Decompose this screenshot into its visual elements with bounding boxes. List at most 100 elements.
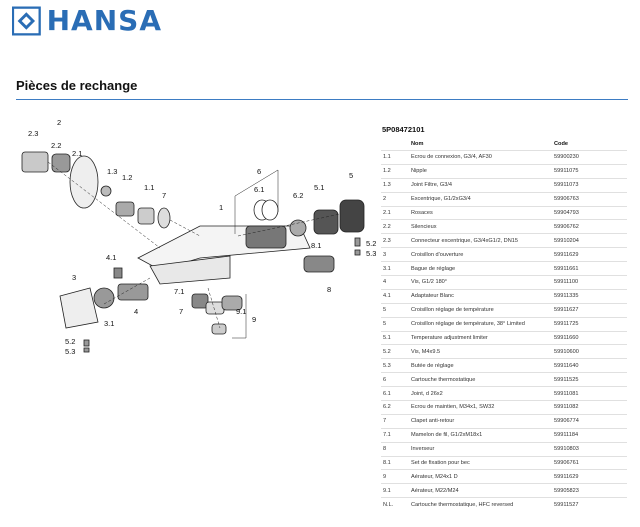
- row-code: 59911725: [552, 316, 627, 332]
- row-position: 9.1: [381, 483, 409, 498]
- callout-3: 3: [72, 273, 76, 282]
- row-code: 59910803: [552, 441, 627, 457]
- row-position: N.L.: [381, 497, 409, 512]
- callout-6-2: 6.2: [293, 191, 303, 200]
- callout-9: 9: [252, 315, 256, 324]
- callout-5-1: 5.1: [314, 183, 324, 192]
- row-name: Inverseur: [409, 441, 552, 457]
- brand-name: HANSA: [46, 4, 162, 37]
- row-position: 5: [381, 302, 409, 318]
- row-name: Ecrou de connexion, G3/4, AF30: [409, 150, 552, 165]
- row-position: 5.1: [381, 330, 409, 345]
- row-name: Joint Filtre, G3/4: [409, 177, 552, 193]
- row-name: Croisillon réglage de température, 38° L…: [409, 316, 552, 332]
- row-code: 59911100: [552, 275, 627, 290]
- row-position: 8: [381, 441, 409, 457]
- row-name: Mamelon de fil, G1/2xM18x1: [409, 427, 552, 443]
- callout-2-1: 2.1: [72, 149, 82, 158]
- row-code: 59911081: [552, 386, 627, 401]
- table-header-row: Nom Code: [381, 138, 627, 151]
- callout-7-1: 7.1: [174, 287, 184, 296]
- row-position: 7.1: [381, 427, 409, 443]
- row-code: 59911527: [552, 497, 627, 512]
- row-position: 5: [381, 316, 409, 332]
- row-code: 59911661: [552, 261, 627, 276]
- row-code: 59906774: [552, 413, 627, 429]
- callout-5-3-left: 5.3: [65, 347, 75, 356]
- row-position: 1.2: [381, 163, 409, 179]
- header-name: Nom: [411, 141, 424, 147]
- callout-7: 7: [162, 191, 166, 200]
- row-name: Aérateur, M24x1 D: [409, 469, 552, 484]
- callout-9-1: 9.1: [236, 307, 246, 316]
- row-name: Cartouche thermostatique: [409, 372, 552, 387]
- row-name: Set de fixation pour bec: [409, 455, 552, 470]
- callout-4-1: 4.1: [106, 253, 116, 262]
- row-position: 4.1: [381, 288, 409, 304]
- row-name: Butée de réglage: [409, 358, 552, 373]
- callout-5-3-right: 5.3: [366, 249, 376, 258]
- row-position: 2.1: [381, 205, 409, 220]
- row-position: 1.1: [381, 150, 409, 165]
- callout-2: 2: [57, 118, 61, 127]
- exploded-view-diagram: 2.3 2 2.2 2.1 1.3 1.2 1.1 7 6 6.1 6.2 5.…: [21, 118, 376, 356]
- row-code: 59911627: [552, 302, 627, 318]
- row-position: 6.1: [381, 386, 409, 401]
- header-position: [381, 138, 409, 151]
- row-position: 6: [381, 372, 409, 387]
- part-2-1-rosette: [69, 155, 99, 209]
- row-code: 59911184: [552, 427, 627, 443]
- page-title: Pièces de rechange: [16, 78, 138, 93]
- row-name: Silencieux: [409, 219, 552, 234]
- row-name: Excentrique, G1/2xG3/4: [409, 191, 552, 207]
- row-position: 2: [381, 191, 409, 207]
- row-code: 59911335: [552, 288, 627, 304]
- row-code: 59906763: [552, 191, 627, 207]
- callout-1-3: 1.3: [107, 167, 117, 176]
- callout-8: 8: [327, 285, 331, 294]
- row-code: 59910204: [552, 233, 627, 248]
- callout-2-3: 2.3: [28, 129, 38, 138]
- callout-5-2-left: 5.2: [65, 337, 75, 346]
- row-position: 5.3: [381, 358, 409, 373]
- part-number: 5P08472101: [382, 125, 425, 134]
- row-name: Adaptateur Blanc: [409, 288, 552, 304]
- row-code: 59911082: [552, 400, 627, 415]
- row-code: 59904793: [552, 205, 627, 220]
- row-name: Temperature adjustment limiter: [409, 330, 552, 345]
- row-name: Cartouche thermostatique, HFC reversed: [409, 497, 552, 512]
- callout-1-2: 1.2: [122, 173, 132, 182]
- row-name: Vis, G1/2 180°: [409, 275, 552, 290]
- callout-3-1: 3.1: [104, 319, 114, 328]
- row-position: 3: [381, 247, 409, 262]
- title-divider: [16, 99, 628, 100]
- callout-1-1: 1.1: [144, 183, 154, 192]
- row-name: Bague de réglage: [409, 261, 552, 276]
- row-position: 3.1: [381, 261, 409, 276]
- row-name: Clapet anti-retour: [409, 413, 552, 429]
- callout-7-bottom: 7: [179, 307, 183, 316]
- row-position: 2.2: [381, 219, 409, 234]
- callout-2-2: 2.2: [51, 141, 61, 150]
- diagram-callouts: 2.3 2 2.2 2.1 1.3 1.2 1.1 7 6 6.1 6.2 5.…: [28, 118, 376, 356]
- table-row: N.L.Cartouche thermostatique, HFC revers…: [381, 497, 627, 512]
- row-name: Nipple: [409, 163, 552, 179]
- row-position: 6.2: [381, 400, 409, 415]
